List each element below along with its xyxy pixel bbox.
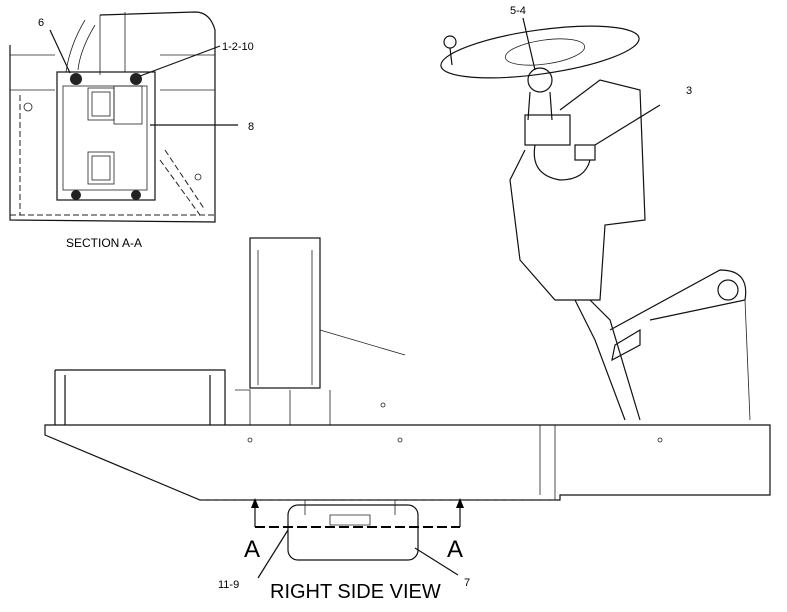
- callout-11-9: 11-9: [218, 579, 239, 591]
- section-marker-right: A: [447, 536, 463, 563]
- callout-3: 3: [686, 85, 692, 97]
- callout-5-4: 5-4: [510, 5, 526, 17]
- view-caption: RIGHT SIDE VIEW: [270, 581, 441, 603]
- callout-8: 8: [248, 121, 254, 133]
- steering-column: [440, 25, 751, 421]
- section-caption: SECTION A-A: [66, 236, 142, 250]
- module-outline: [56, 71, 156, 201]
- tall-housing: [249, 237, 321, 389]
- callout-7: 7: [464, 577, 470, 589]
- callout-6: 6: [38, 17, 44, 29]
- bolt-icons: [70, 73, 142, 200]
- callout-1-2-10: 1-2-10: [222, 41, 254, 53]
- right-side-view: [44, 237, 771, 579]
- section-marker-left: A: [244, 536, 260, 563]
- module-bottom-view: [287, 504, 419, 561]
- section-a-a-detail: [9, 11, 238, 223]
